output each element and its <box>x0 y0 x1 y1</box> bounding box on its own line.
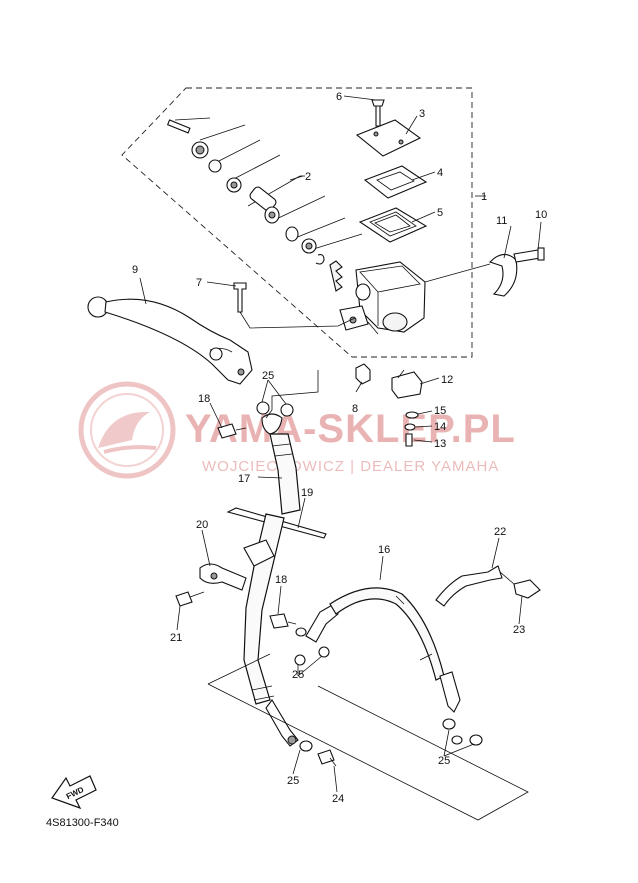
callouts: 6 3 4 1 5 2 11 10 9 7 25 12 18 8 15 14 1… <box>132 91 547 805</box>
callout-19: 19 <box>301 487 313 499</box>
callout-13: 13 <box>434 438 446 450</box>
callout-20: 20 <box>196 519 208 531</box>
callout-4: 4 <box>437 167 443 179</box>
callout-6: 6 <box>336 91 342 103</box>
lever-hardware <box>233 282 371 385</box>
middle-banjo <box>269 613 330 666</box>
reference-plane <box>207 653 529 821</box>
upper-hose-assembly <box>217 370 319 515</box>
master-cylinder-body <box>339 261 426 335</box>
callout-8: 8 <box>352 403 358 415</box>
callout-24: 24 <box>332 793 344 805</box>
callout-25-right: 25 <box>438 755 450 767</box>
callout-22: 22 <box>494 526 506 538</box>
fwd-arrow-icon: FWD <box>51 775 97 810</box>
hose-guide <box>435 565 541 607</box>
callout-12: 12 <box>441 374 453 386</box>
handlebar-clamp <box>424 247 545 297</box>
callout-18-mid: 18 <box>275 574 287 586</box>
diagram-code: 4S81300-F340 <box>46 817 119 829</box>
caliper-hardware <box>299 718 483 767</box>
callout-25-top: 25 <box>262 370 274 382</box>
callout-21: 21 <box>170 632 182 644</box>
callout-10: 10 <box>535 209 547 221</box>
callout-25-mid: 25 <box>292 669 304 681</box>
watermark-brand: YAMA-SKLEP.PL <box>185 407 516 451</box>
watermark: YAMA-SKLEP.PL WOJCIECHOWICZ | DEALER YAM… <box>78 381 516 479</box>
watermark-logo-icon <box>78 381 176 479</box>
brake-switch <box>391 369 423 447</box>
callout-23: 23 <box>513 624 525 636</box>
callout-15: 15 <box>434 405 446 417</box>
lower-hose-right <box>305 587 461 713</box>
callout-7: 7 <box>196 277 202 289</box>
callout-5: 5 <box>437 207 443 219</box>
hose-bracket <box>175 563 247 607</box>
reservoir-stack <box>355 99 428 243</box>
callout-17: 17 <box>238 473 250 485</box>
callout-9: 9 <box>132 264 138 276</box>
piston-kit <box>166 117 363 292</box>
brake-lever <box>87 296 253 385</box>
lower-hose-left <box>243 513 299 747</box>
callout-14: 14 <box>434 421 446 433</box>
leader-lines <box>139 95 542 793</box>
callout-18-top: 18 <box>198 393 210 405</box>
assembly-boundary <box>121 87 473 358</box>
callout-16: 16 <box>378 544 390 556</box>
callout-11: 11 <box>496 215 507 227</box>
callout-3: 3 <box>419 108 425 120</box>
callout-2: 2 <box>305 171 311 183</box>
callout-25-bottom: 25 <box>287 775 299 787</box>
callout-1: 1 <box>481 191 487 203</box>
